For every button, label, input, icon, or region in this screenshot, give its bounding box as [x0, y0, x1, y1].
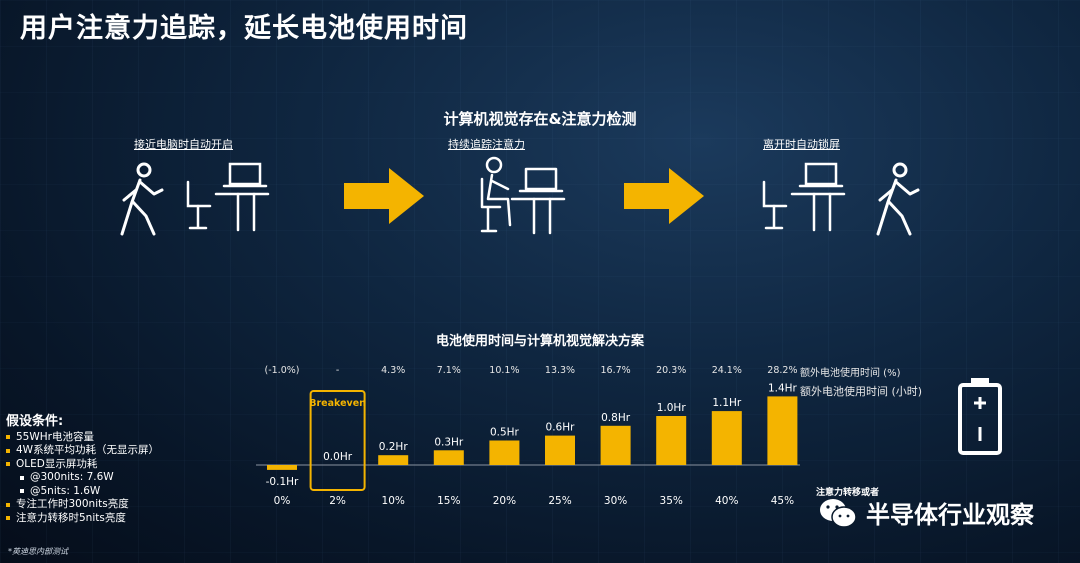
bullet-icon [6, 502, 10, 507]
value-label: -0.1Hr [266, 476, 299, 488]
assumption-item: OLED显示屏功耗 [6, 458, 159, 472]
value-label: 0.3Hr [434, 436, 464, 448]
desk-laptop-icon [762, 162, 846, 232]
value-label: 0.2Hr [379, 441, 409, 453]
assumption-text: 专注工作时300nits亮度 [16, 498, 129, 510]
assumption-subitem: @300nits: 7.6W [6, 471, 159, 485]
bar [433, 450, 464, 465]
assumption-subitem: @5nits: 1.6W [6, 485, 159, 499]
footnote: *英迪思内部测试 [8, 547, 68, 556]
value-label: 0.6Hr [546, 422, 576, 434]
breakeven-label: Breakeven [309, 398, 366, 409]
bar [378, 455, 409, 465]
bullet-icon [6, 516, 10, 521]
chart-title: 电池使用时间与计算机视觉解决方案 [435, 334, 644, 349]
category-label: 40% [715, 495, 738, 507]
percent-label: - [336, 365, 339, 376]
assumptions-heading: 假设条件: [6, 414, 64, 429]
bar [767, 396, 798, 465]
bullet-icon [6, 448, 10, 453]
category-label: 30% [604, 495, 627, 507]
assumption-item: 55WHr电池容量 [6, 431, 159, 445]
legend-hours: 额外电池使用时间 (小时) [800, 385, 923, 398]
percent-label: 20.3% [656, 365, 686, 376]
value-label: 1.0Hr [657, 402, 687, 414]
right-arrow-icon [344, 168, 424, 224]
assumption-item: 4W系统平均功耗（无显示屏） [6, 444, 159, 458]
value-label: 1.1Hr [712, 397, 742, 409]
bullet-icon [20, 489, 24, 494]
seated-person-at-desk-icon [480, 156, 566, 235]
bar [545, 435, 575, 465]
category-label: 20% [493, 495, 516, 507]
category-label: 10% [382, 495, 405, 507]
assumption-text: 55WHr电池容量 [16, 430, 94, 443]
category-label: 35% [660, 495, 683, 507]
watermark-text: 半导体行业观察 [866, 501, 1034, 529]
bullet-icon [6, 435, 10, 440]
wechat-icon [820, 498, 857, 528]
bullet-icon [6, 462, 10, 467]
bar [267, 465, 297, 470]
category-label: 0% [274, 495, 291, 507]
section-heading: 计算机视觉存在&注意力检测 [443, 110, 637, 128]
stage-label-approach: 接近电脑时自动开启 [134, 138, 233, 151]
walking-person-icon [876, 162, 920, 236]
desk-laptop-icon [186, 162, 270, 232]
percent-label: 13.3% [545, 365, 575, 376]
assumption-text: 4W系统平均功耗（无显示屏） [16, 444, 160, 456]
legend-percent: 额外电池使用时间 (%) [800, 368, 901, 379]
assumptions-panel: 假设条件: 55WHr电池容量 4W系统平均功耗（无显示屏） OLED显示屏功耗… [6, 415, 159, 525]
walking-person-icon [120, 162, 164, 236]
assumption-text: OLED显示屏功耗 [16, 457, 98, 470]
percent-label: (-1.0%) [265, 365, 300, 376]
percent-label: 24.1% [712, 365, 742, 376]
value-label: 0.5Hr [490, 427, 520, 439]
assumption-text: 注意力转移时5nits亮度 [16, 511, 126, 524]
bar [711, 411, 742, 465]
assumption-text: @300nits: 7.6W [30, 471, 114, 483]
bar [656, 416, 687, 465]
bar [489, 440, 520, 465]
percent-label: 4.3% [381, 365, 405, 376]
right-arrow-icon [624, 168, 704, 224]
battery-icon [958, 378, 1002, 455]
value-label: 1.4Hr [768, 382, 798, 394]
x-axis-note: 注意力转移或者 [816, 488, 880, 498]
percent-label: 28.2% [767, 365, 797, 376]
percent-label: 16.7% [601, 365, 631, 376]
page-title: 用户注意力追踪，延长电池使用时间 [20, 13, 468, 44]
bullet-icon [20, 475, 24, 480]
assumption-item: 注意力转移时5nits亮度 [6, 512, 159, 526]
stage-label-attention: 持续追踪注意力 [448, 138, 525, 151]
category-label: 45% [771, 495, 794, 507]
assumption-text: @5nits: 1.6W [30, 484, 101, 497]
stage-label-leave: 离开时自动锁屏 [763, 138, 840, 151]
breakeven-highlight-box [309, 390, 366, 491]
watermark: 半导体行业观察 [818, 495, 1034, 530]
category-label: 15% [437, 495, 460, 507]
bar [600, 425, 631, 465]
category-label: 2% [329, 495, 346, 507]
value-label: 0.0Hr [323, 451, 353, 463]
percent-label: 10.1% [489, 365, 519, 376]
category-label: 25% [548, 495, 571, 507]
assumption-item: 专注工作时300nits亮度 [6, 498, 159, 512]
percent-label: 7.1% [437, 365, 461, 376]
value-label: 0.8Hr [601, 412, 631, 424]
